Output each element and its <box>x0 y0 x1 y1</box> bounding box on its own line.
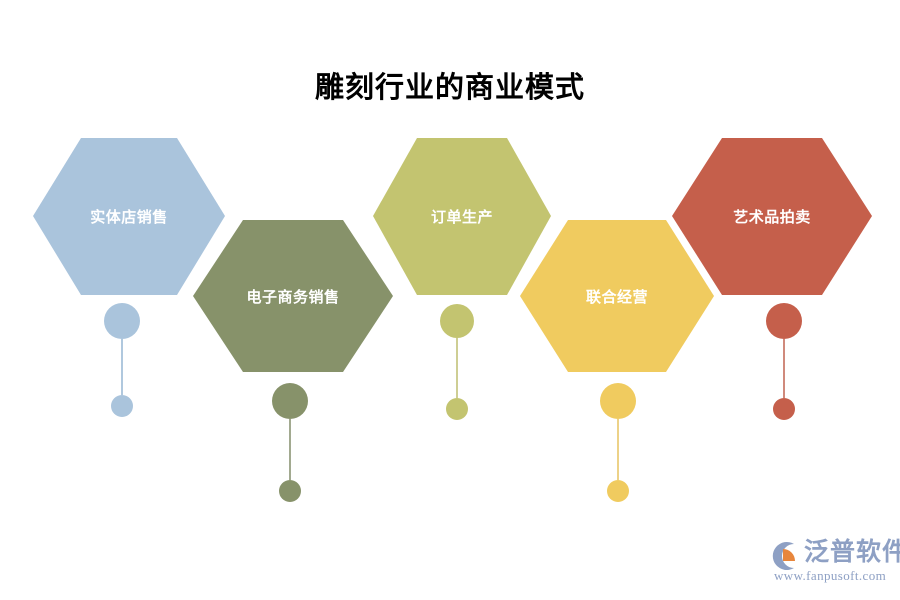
connector-group-5 <box>766 303 802 420</box>
hexagon-node-4[interactable] <box>520 220 714 372</box>
connector-dot-large-5 <box>766 303 802 339</box>
hexagon-node-5[interactable] <box>672 138 872 295</box>
connector-dot-small-1 <box>111 395 133 417</box>
hexagon-node-1[interactable] <box>33 138 225 295</box>
connector-dot-small-3 <box>446 398 468 420</box>
connector-dot-small-5 <box>773 398 795 420</box>
connector-dot-small-2 <box>279 480 301 502</box>
connector-dot-large-2 <box>272 383 308 419</box>
fanpu-logo-icon <box>772 542 795 570</box>
brand-logo[interactable]: 泛普软件 www.fanpusoft.com <box>768 536 900 588</box>
brand-url: www.fanpusoft.com <box>774 568 887 583</box>
connector-dot-small-4 <box>607 480 629 502</box>
page-title: 雕刻行业的商业模式 <box>314 72 585 104</box>
connector-group-4 <box>600 383 636 502</box>
connector-dot-large-1 <box>104 303 140 339</box>
hexagon-node-2[interactable] <box>193 220 393 372</box>
connector-group-2 <box>272 383 308 502</box>
connector-dot-large-3 <box>440 304 474 338</box>
connector-group-3 <box>440 304 474 420</box>
brand-name: 泛普软件 <box>804 538 900 566</box>
hexagon-node-3[interactable] <box>373 138 551 295</box>
connector-dot-large-4 <box>600 383 636 419</box>
connector-group-1 <box>104 303 140 417</box>
